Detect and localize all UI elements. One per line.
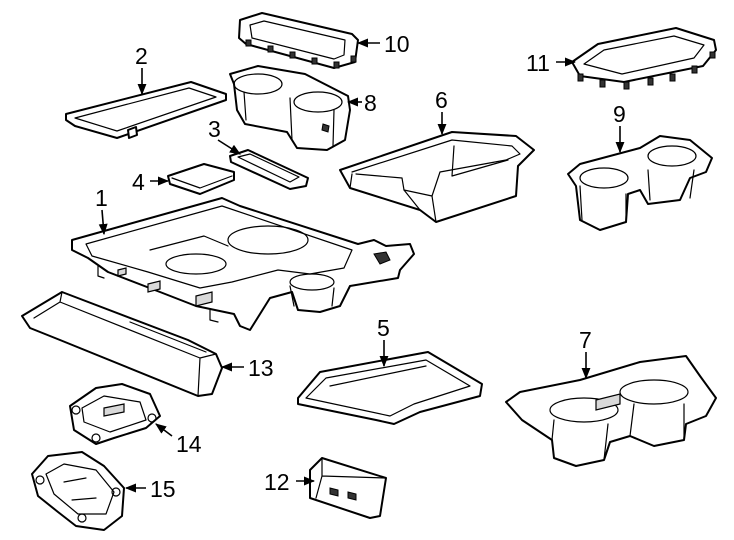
- part-5-tray: [297, 351, 483, 425]
- leader-3: [217, 139, 241, 155]
- part-4-pad: [167, 163, 235, 195]
- callout-12: 12: [264, 469, 290, 495]
- callout-labels: 1 2 3 4 5 6 7 8 9 10 11 12 13 14 15: [95, 31, 626, 502]
- part-3-small-tray: [229, 149, 309, 190]
- leader-1: [98, 209, 108, 236]
- callout-11: 11: [526, 50, 550, 76]
- callout-14: 14: [176, 431, 202, 457]
- part-10-bezel: [238, 12, 359, 69]
- callout-2: 2: [135, 43, 148, 69]
- callout-9: 9: [613, 101, 626, 127]
- callout-10: 10: [384, 31, 410, 57]
- callout-15: 15: [150, 476, 176, 502]
- part-2-mat: [65, 81, 227, 139]
- part-1-console-body: [71, 197, 415, 331]
- leader-lines: [98, 38, 625, 493]
- part-8-cupholder-insert: [229, 65, 351, 151]
- part-13-trim-panel: [21, 291, 223, 397]
- part-7-cupholder-trim: [505, 355, 717, 467]
- part-11-bezel: [571, 27, 717, 90]
- callout-4: 4: [132, 169, 145, 195]
- callout-6: 6: [435, 87, 448, 113]
- part-6-storage-bin: [339, 131, 535, 223]
- callout-3: 3: [208, 116, 221, 142]
- callout-13: 13: [248, 355, 274, 381]
- callout-1: 1: [95, 185, 108, 211]
- part-15-bracket: [31, 451, 125, 531]
- part-14-module: [69, 383, 161, 445]
- callout-8: 8: [364, 90, 377, 116]
- callout-5: 5: [377, 315, 390, 341]
- leader-14: [155, 423, 173, 437]
- part-12-small-bracket: [309, 457, 387, 519]
- callout-7: 7: [579, 327, 592, 353]
- part-9-dual-cupholder: [567, 135, 713, 231]
